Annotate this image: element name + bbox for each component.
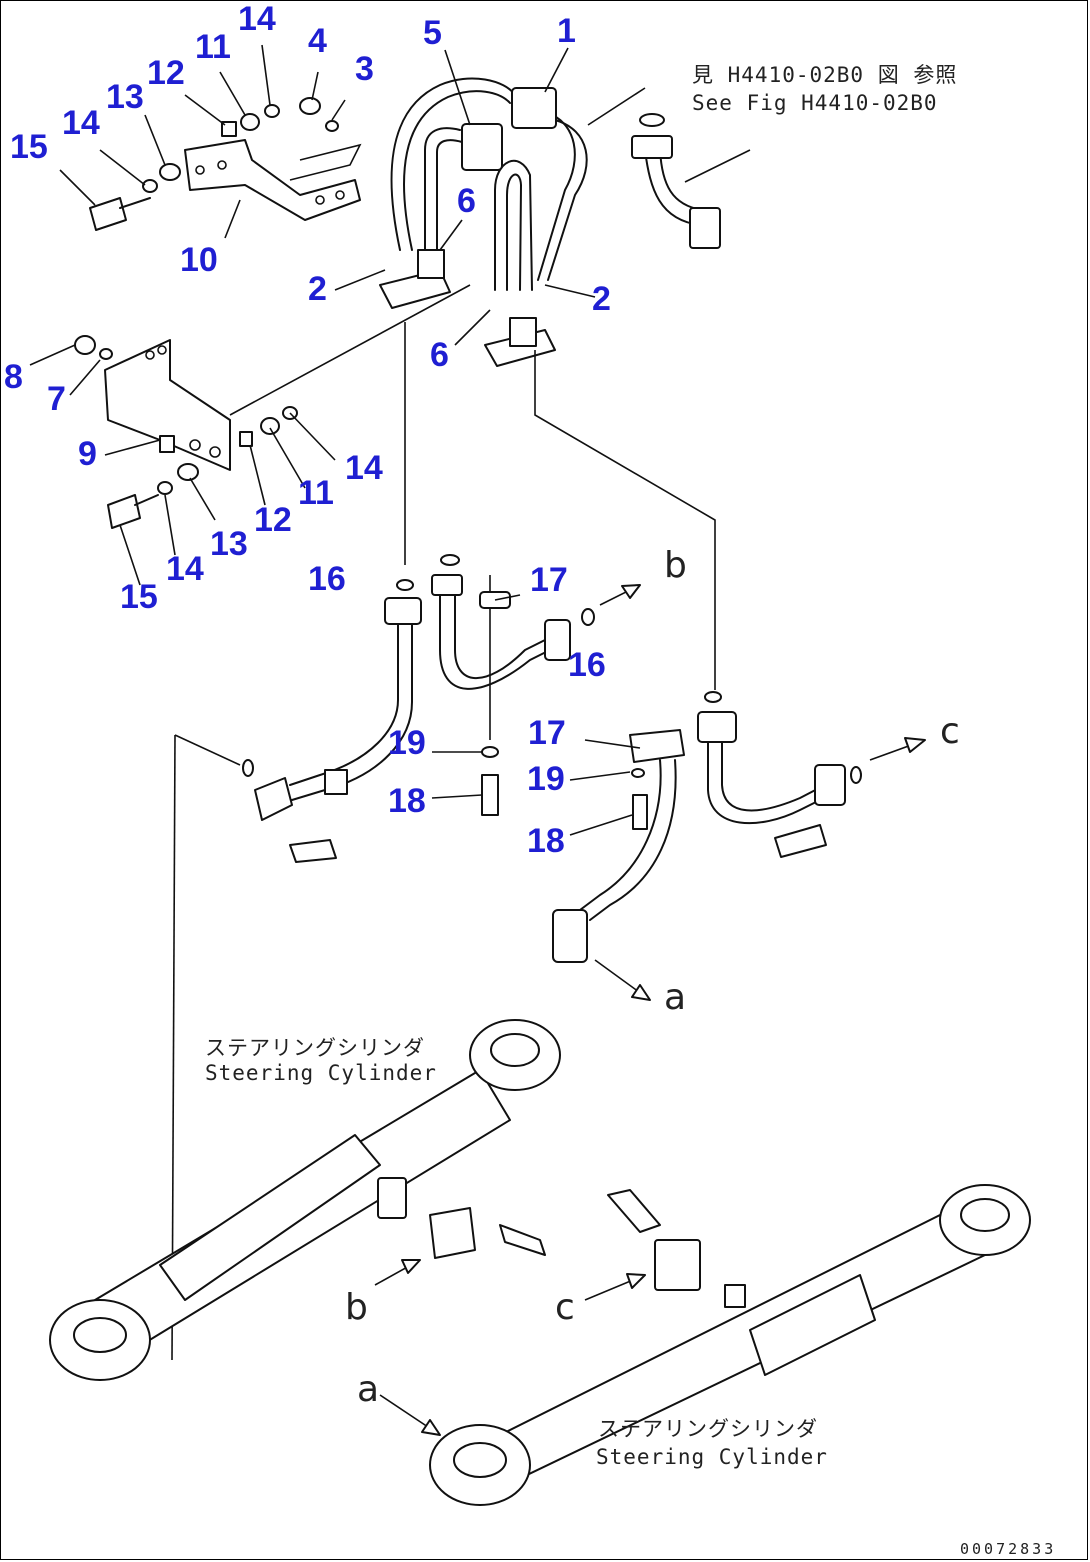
- connection-b-top: b: [664, 545, 687, 586]
- callout-6-lower: 6: [430, 336, 449, 374]
- hose-16b: [431, 554, 595, 690]
- steering-cylinder-right: [429, 1184, 1031, 1506]
- drawing-number: 00072833: [960, 1540, 1057, 1558]
- callout-5: 5: [423, 14, 442, 52]
- callout-14-d: 14: [166, 550, 204, 588]
- bolt-15b: [107, 494, 141, 529]
- callout-3: 3: [355, 50, 374, 88]
- block-1: [511, 87, 557, 129]
- callout-16-right: 16: [568, 646, 606, 684]
- callout-2-left: 2: [308, 270, 327, 308]
- callout-14-c: 14: [345, 449, 383, 487]
- cylinder-label-left-en: Steering Cylinder: [205, 1061, 437, 1085]
- callout-14-b: 14: [62, 104, 100, 142]
- callout-15-upper: 15: [10, 128, 48, 166]
- bolt-15a: [89, 197, 127, 231]
- connection-b-bottom: b: [345, 1287, 368, 1328]
- tube-assembly-top: [379, 77, 588, 367]
- callout-8: 8: [4, 358, 23, 396]
- callout-19-right: 19: [527, 760, 565, 798]
- connection-a-top: a: [664, 977, 687, 1018]
- hose-to-c: [697, 691, 862, 858]
- reference-note-jp: 見 H4410-02B0 図 参照: [692, 63, 958, 87]
- callout-13-lower: 13: [210, 525, 248, 563]
- callout-11-upper: 11: [195, 28, 231, 66]
- callout-15-lower: 15: [120, 578, 158, 616]
- callout-16-left: 16: [308, 560, 346, 598]
- callout-6-upper: 6: [457, 182, 476, 220]
- arrows: [374, 584, 926, 1436]
- clamp-6a: [417, 249, 445, 279]
- callout-11-lower: 11: [298, 474, 334, 512]
- callout-14-a: 14: [238, 0, 276, 38]
- connection-a-bottom: a: [357, 1369, 380, 1410]
- bracket-9: [74, 284, 471, 529]
- callout-19-left: 19: [388, 724, 426, 762]
- callout-12-lower: 12: [254, 501, 292, 539]
- callout-17-upper: 17: [530, 561, 568, 599]
- block-5: [461, 123, 503, 171]
- bolt-18a: [481, 746, 499, 816]
- elbow-reference: [631, 113, 721, 249]
- callout-18-left: 18: [388, 782, 426, 820]
- reference-note-en: See Fig H4410-02B0: [692, 91, 938, 115]
- callout-13-upper: 13: [106, 78, 144, 116]
- callout-2-right: 2: [592, 280, 611, 318]
- callout-7: 7: [47, 380, 66, 418]
- callout-10: 10: [180, 241, 218, 279]
- cylinder-label-left-jp: ステアリングシリンダ: [205, 1036, 425, 1060]
- connection-lines: [171, 87, 751, 1361]
- callout-12-upper: 12: [147, 54, 185, 92]
- cylinder-label-right-jp: ステアリングシリンダ: [598, 1417, 818, 1441]
- callout-18-right: 18: [527, 822, 565, 860]
- callout-17-lower: 17: [528, 714, 566, 752]
- cylinder-label-right-en: Steering Cylinder: [596, 1445, 828, 1469]
- callout-4: 4: [308, 22, 327, 60]
- bracket-10: [89, 97, 362, 231]
- connection-c-top: c: [940, 711, 960, 752]
- steering-cylinder-left: [49, 1019, 561, 1381]
- clamp-6b: [509, 317, 537, 347]
- hose-to-a: [552, 729, 685, 963]
- connection-c-bottom: c: [555, 1287, 575, 1328]
- callout-9: 9: [78, 435, 97, 473]
- hose-16a: [242, 579, 422, 863]
- callout-1: 1: [557, 12, 576, 50]
- callout-leaders: [29, 44, 641, 836]
